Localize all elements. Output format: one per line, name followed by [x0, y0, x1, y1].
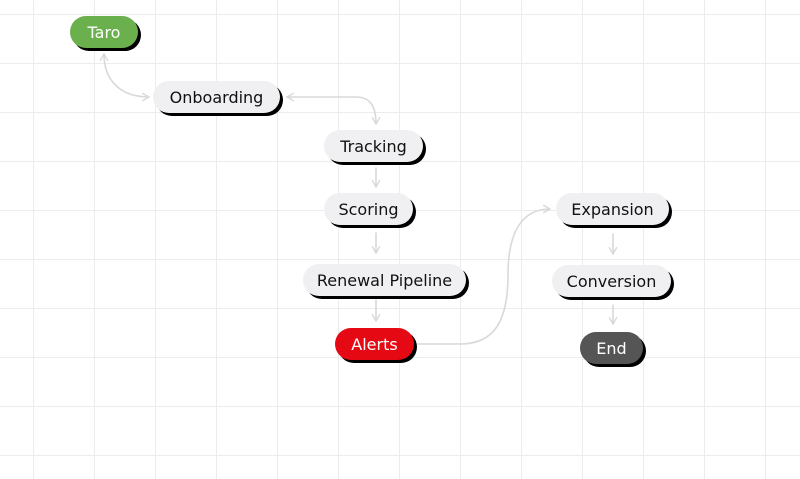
node-conversion[interactable]: Conversion [552, 265, 671, 297]
node-alerts[interactable]: Alerts [335, 328, 414, 360]
edge-onboarding-tracking [286, 92, 381, 125]
node-tracking[interactable]: Tracking [324, 130, 423, 162]
node-onboarding[interactable]: Onboarding [153, 81, 280, 113]
edge-taro-onboarding [99, 53, 150, 102]
node-end[interactable]: End [580, 332, 643, 364]
node-expansion[interactable]: Expansion [556, 193, 669, 225]
node-taro[interactable]: Taro [70, 16, 138, 48]
node-renewal-pipeline[interactable]: Renewal Pipeline [303, 264, 466, 296]
node-scoring[interactable]: Scoring [324, 193, 413, 225]
edge-alerts-expansion [417, 204, 551, 345]
